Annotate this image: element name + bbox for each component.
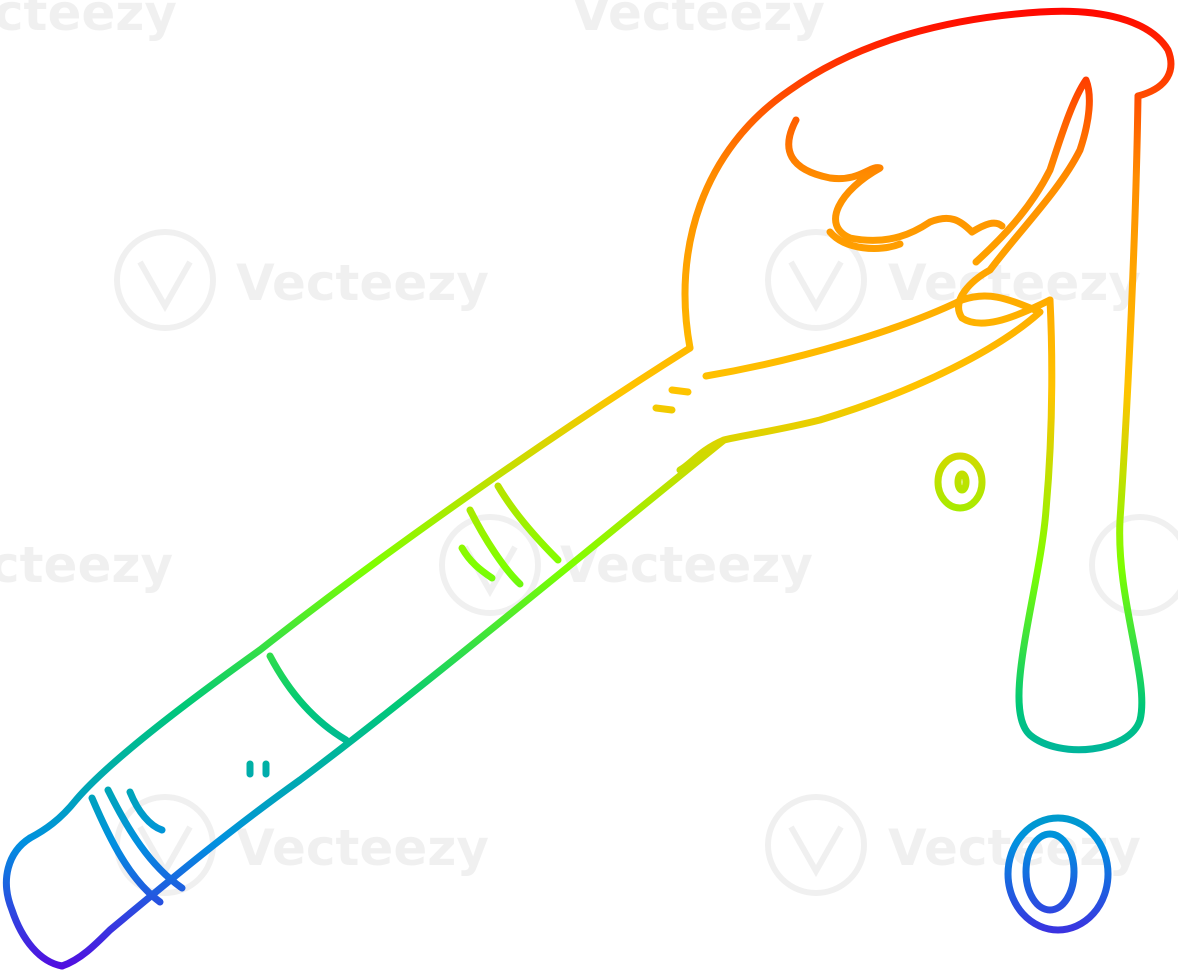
watermark-text: Vecteezy bbox=[236, 254, 489, 312]
paint-wave-inner bbox=[826, 228, 904, 252]
brush-handle-cap bbox=[2, 834, 66, 970]
paint-wave bbox=[785, 116, 1006, 244]
handle-band bbox=[126, 788, 166, 834]
paint-brush bbox=[2, 7, 1175, 970]
watermark-text: ecteezy bbox=[0, 0, 177, 42]
handle-band bbox=[494, 482, 562, 564]
brush-handle-upper bbox=[26, 344, 694, 842]
highlight-dash bbox=[652, 404, 676, 414]
handle-band bbox=[266, 652, 350, 744]
watermark-logo bbox=[765, 229, 867, 331]
paint-drip bbox=[1015, 92, 1146, 754]
brush-tip bbox=[955, 76, 1093, 327]
watermark-text: Vecteezy bbox=[560, 536, 813, 594]
handle-band bbox=[466, 506, 524, 588]
handle-band bbox=[458, 544, 496, 582]
watermark-text: Vecteezy bbox=[236, 819, 489, 877]
paint-droplet-small-inner bbox=[954, 470, 970, 494]
paint-droplet-large bbox=[1004, 814, 1112, 934]
watermark-layer: ecteezy Vecteezy Vecteezy Vecteezy cteez… bbox=[0, 0, 1178, 896]
watermark-logo bbox=[765, 794, 867, 896]
brush-head bbox=[681, 7, 1175, 352]
watermark-text: Vecteezy bbox=[572, 0, 825, 42]
handle-band bbox=[104, 786, 186, 892]
brush-handle-lower bbox=[58, 436, 728, 970]
paint-droplet-large-inner bbox=[1022, 830, 1078, 914]
watermark-logo bbox=[114, 229, 216, 331]
paint-droplet-small bbox=[934, 452, 986, 512]
brush-ferrule-top bbox=[676, 292, 1044, 474]
watermark-logo bbox=[1089, 514, 1178, 616]
watermark-text: cteezy bbox=[0, 536, 173, 594]
highlight-dash bbox=[668, 386, 692, 396]
handle-band bbox=[88, 794, 164, 906]
